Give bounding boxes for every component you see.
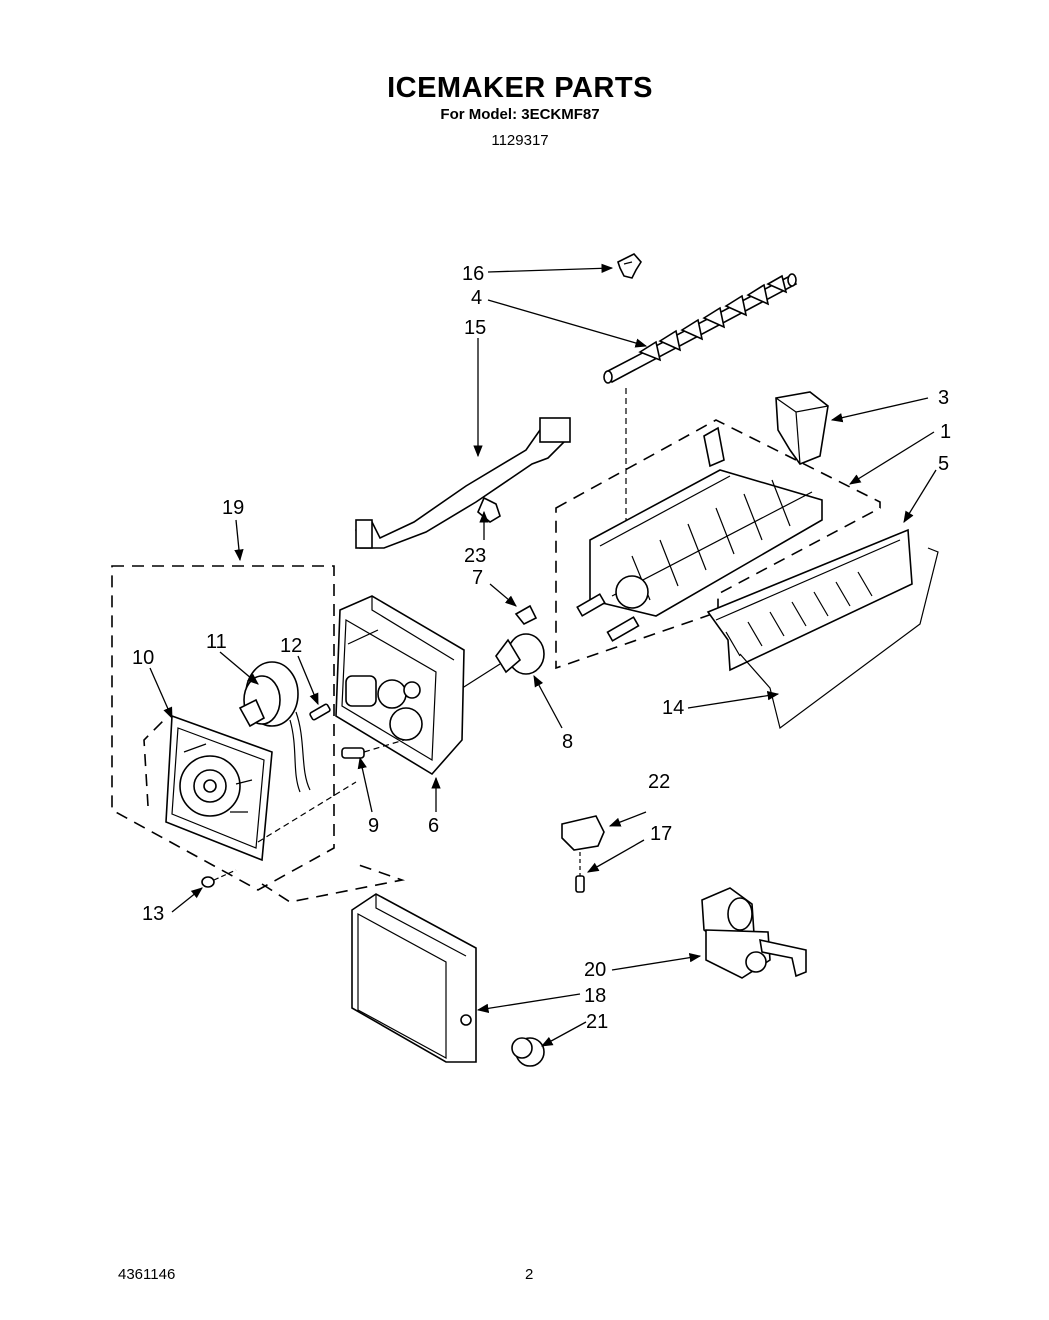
callout-16: 16 [462, 263, 484, 285]
callout-8: 8 [562, 731, 573, 753]
footer-page-number: 2 [525, 1266, 534, 1283]
callout-22: 22 [648, 771, 670, 793]
part-12-screw [309, 703, 331, 721]
callout-6: 6 [428, 815, 439, 837]
part-6-housing [335, 595, 465, 776]
callout-14: 14 [662, 697, 684, 719]
part-20-water-valve [701, 887, 807, 979]
part-13-screw [201, 869, 237, 888]
part-21-knob [511, 1037, 545, 1067]
part-9-screw [341, 739, 405, 759]
part-11-motor [238, 661, 311, 793]
callout-11: 11 [206, 631, 227, 653]
callout-labels: 16 4 15 3 1 5 19 23 7 11 12 10 14 8 22 1… [132, 263, 951, 1033]
part-18-cover [261, 863, 477, 1063]
callout-23: 23 [464, 545, 486, 567]
callout-1: 1 [940, 421, 951, 443]
document-number: 1129317 [491, 132, 549, 149]
part-15-harness [355, 417, 571, 549]
part-23-clip [477, 496, 501, 523]
callout-17: 17 [650, 823, 672, 845]
part-16-clip [617, 253, 642, 279]
part-10-module [165, 714, 357, 862]
callout-13: 13 [142, 903, 164, 925]
callout-9: 9 [368, 815, 379, 837]
callout-19: 19 [222, 497, 244, 519]
callout-4: 4 [471, 287, 482, 309]
callout-7: 7 [472, 567, 483, 589]
part-3-fill-cup [775, 391, 829, 465]
leader-lines [149, 263, 937, 1047]
callout-18: 18 [584, 985, 606, 1007]
part-14-shutoff-arm [739, 547, 939, 730]
part-5-housing [706, 528, 913, 672]
part-17-screw [575, 852, 585, 893]
part-22-bracket [561, 815, 605, 851]
part-1-mold [555, 419, 881, 670]
callout-3: 3 [938, 387, 949, 409]
page-title: ICEMAKER PARTS [387, 72, 653, 104]
part-8-thermostat [455, 633, 545, 693]
footer-part-number: 4361146 [118, 1266, 176, 1283]
part-19-module-group [111, 565, 335, 891]
callout-21: 21 [586, 1011, 608, 1033]
model-line: For Model: 3ECKMF87 [440, 106, 600, 123]
callout-12: 12 [280, 635, 302, 657]
callout-10: 10 [132, 647, 154, 669]
callout-15: 15 [464, 317, 486, 339]
callout-5: 5 [938, 453, 949, 475]
part-7-clip [514, 604, 538, 626]
callout-20: 20 [584, 959, 606, 981]
